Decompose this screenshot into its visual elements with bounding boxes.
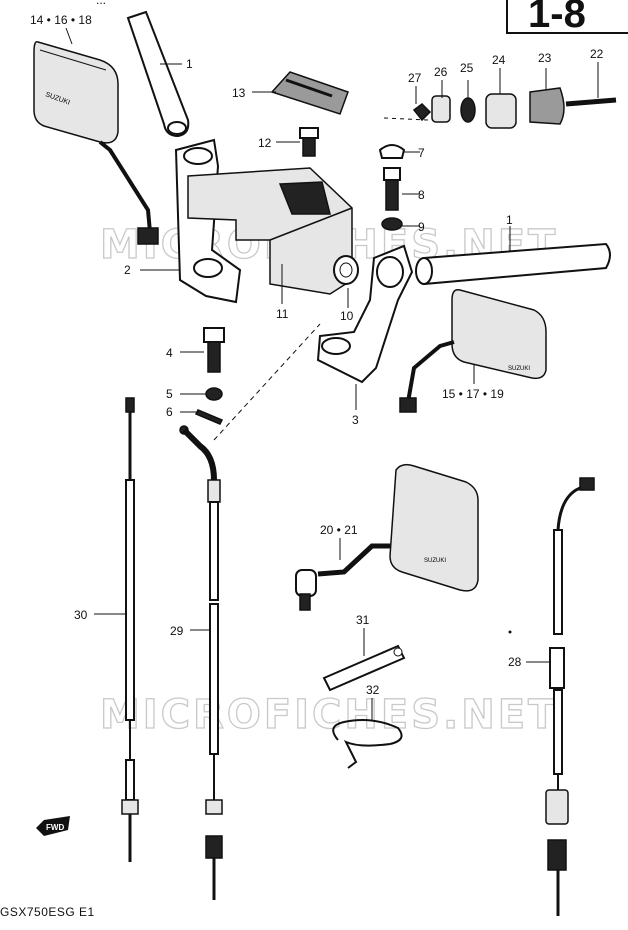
label-11: 11 [276,307,289,321]
right-mirror-brand: SUZUKI [508,366,530,372]
cap-7 [378,144,406,159]
label-22: 22 [590,47,604,61]
switch-block [270,71,349,115]
fwd-label: FWD [46,823,64,832]
guide-lines [213,117,429,441]
washer-5 [205,387,223,401]
washer-9 [381,217,403,231]
right-handlebar-tube [415,242,611,286]
label-15-17-19: 15 • 17 • 19 [442,387,504,401]
bolt-4 [203,327,225,373]
strap-31 [322,644,406,692]
label-31: 31 [356,613,370,627]
label-26: 26 [434,65,448,79]
label-27: 27 [408,71,422,85]
bolt-12 [299,127,319,157]
handlebar-bracket [174,138,242,304]
label-4: 4 [166,346,173,360]
label-6: 6 [166,405,173,419]
bolt-8 [383,167,401,211]
label-3: 3 [352,413,359,427]
label-10: 10 [340,309,354,323]
right-bracket [316,244,414,384]
label-2: 2 [124,263,131,277]
spacer-10 [333,255,359,285]
label-7: 7 [418,146,425,160]
label-1-right: 1 [506,213,513,227]
lower-mirror: SUZUKI [295,463,479,611]
watermark-lower: MICROFICHES.NET [100,692,558,738]
label-1-top: 1 [186,57,193,71]
left-handlebar-tube [126,10,190,138]
label-29: 29 [170,624,184,638]
bar-end-assembly [412,87,617,129]
top-cut-text: ... [96,0,106,7]
callout-labels: 14 • 16 • 18 1 13 12 2 11 10 3 4 5 6 7 8… [30,13,604,697]
label-30: 30 [74,608,88,622]
label-12: 12 [258,136,272,150]
label-28: 28 [508,655,522,669]
label-25: 25 [460,61,474,75]
label-20-21: 20 • 21 [320,523,358,537]
label-5: 5 [166,387,173,401]
label-13: 13 [232,86,246,100]
label-14-16-18: 14 • 16 • 18 [30,13,92,27]
model-code: GSX750ESG E1 [0,905,95,919]
label-32: 32 [366,683,380,697]
clip-32 [332,719,403,769]
cable-28 [545,477,595,916]
label-9: 9 [418,220,425,234]
right-mirror: SUZUKI [399,288,547,413]
upper-holder [187,167,353,295]
stray-dot [508,630,512,634]
cable-29 [179,425,223,900]
lower-mirror-brand: SUZUKI [424,558,446,564]
label-23: 23 [538,51,552,65]
callout-leaders [65,27,599,720]
label-8: 8 [418,188,425,202]
cable-30 [121,397,139,862]
page-number-box: 1-8 [506,0,628,34]
clamp-6 [194,409,224,425]
left-mirror: SUZUKI [33,40,159,245]
fwd-arrow-icon: FWD [36,816,70,836]
label-24: 24 [492,53,506,67]
